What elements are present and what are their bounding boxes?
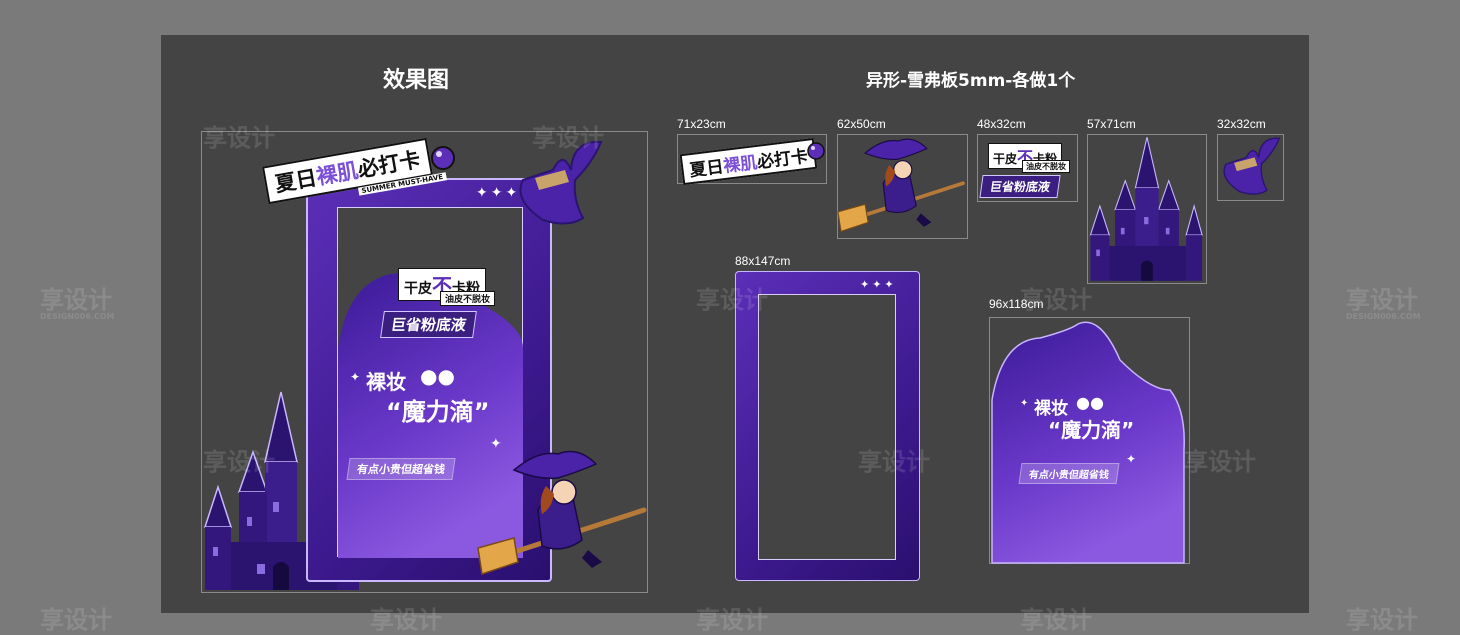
banner-highlight: 裸肌	[722, 153, 759, 178]
size-witch: 62x50cm	[837, 117, 886, 131]
panel-sparkle-a: ✦	[1020, 398, 1032, 409]
claim-tag: 油皮不脱妆	[440, 291, 496, 306]
size-banner: 71x23cm	[677, 117, 726, 131]
size-slogan: 48x32cm	[977, 117, 1026, 131]
hat-guide	[1217, 134, 1284, 201]
title-prefix: 夏日	[273, 165, 319, 197]
promo-panel-shape	[338, 272, 523, 558]
mockup-guide-box	[201, 131, 648, 593]
watermark-brand: 享设计	[1184, 448, 1256, 476]
sparkle-a: ✦	[350, 370, 364, 384]
watermark-brand: 享设计	[40, 606, 112, 634]
watermark-brand: 享设计	[1020, 606, 1092, 634]
banner-prefix: 夏日	[688, 157, 725, 182]
slogan-guide	[977, 134, 1078, 202]
price-note: 有点小贵但超省钱	[346, 458, 456, 480]
panel-eyes-icon: ●●	[1076, 393, 1104, 412]
claim-a: 干皮	[404, 281, 432, 297]
product-label: 巨省粉底液	[380, 311, 477, 338]
watermark-brand: 享设计	[532, 124, 604, 152]
watermark-brand: 享设计	[1346, 606, 1418, 634]
witch-on-broom-illustration	[477, 450, 647, 575]
watermark-domain: DESIGN006.COM	[1346, 312, 1421, 321]
castle-guide	[1087, 134, 1207, 284]
panel-price-note: 有点小贵但超省钱	[1018, 463, 1120, 484]
crystal-ball-icon	[431, 146, 455, 170]
watermark-brand: 享设计	[1346, 286, 1418, 314]
witch-guide	[837, 134, 968, 239]
witch-piece-illustration	[837, 138, 965, 233]
panel-sparkle-b: ✦	[1126, 452, 1140, 466]
slogan-product: 巨省粉底液	[979, 175, 1061, 198]
panel-magic: “魔力滴”	[1048, 418, 1135, 442]
banner-guide	[677, 134, 827, 184]
watermark-brand: 享设计	[858, 448, 930, 476]
size-hat: 32x32cm	[1217, 117, 1266, 131]
nude-label: 裸妆	[366, 370, 406, 394]
watermark-brand: 享设计	[203, 124, 275, 152]
watermark-brand: 享设计	[203, 448, 275, 476]
panel-piece-shape	[991, 321, 1185, 564]
banner-suffix: 必打卡	[756, 146, 810, 173]
frame-piece-sparkles: ✦✦✦	[860, 278, 897, 291]
eyes-icon: ●●	[420, 364, 455, 388]
title-highlight: 裸肌	[314, 158, 361, 190]
effect-heading: 效果图	[383, 68, 450, 93]
banner-crystal-ball-icon	[807, 142, 825, 160]
title-suffix: 必打卡	[355, 147, 423, 182]
watermark-brand: 享设计	[370, 606, 442, 634]
frame-sparkles: ✦✦✦	[476, 185, 521, 201]
witch-hat-illustration	[519, 140, 603, 225]
size-castle: 57x71cm	[1087, 117, 1136, 131]
slogan-tag: 油皮不脱妆	[1022, 160, 1070, 173]
watermark-brand: 享设计	[696, 286, 768, 314]
frame-piece-window	[758, 294, 896, 560]
castle-piece-illustration	[1089, 137, 1203, 281]
magic-label: “魔力滴”	[386, 398, 490, 426]
sparkle-b: ✦	[490, 436, 505, 452]
size-frame: 88x147cm	[735, 254, 791, 268]
spec-heading: 异形-雪弗板5mm-各做1个	[866, 71, 1076, 91]
watermark-brand: 享设计	[1020, 286, 1092, 314]
watermark-brand: 享设计	[696, 606, 768, 634]
slogan-claim-a: 干皮	[993, 152, 1018, 166]
watermark-brand: 享设计	[40, 286, 112, 314]
size-panel: 96x118cm	[989, 297, 1044, 311]
watermark-domain: DESIGN006.COM	[40, 312, 115, 321]
hat-piece-illustration	[1223, 137, 1281, 195]
panel-nude: 裸妆	[1034, 399, 1068, 419]
